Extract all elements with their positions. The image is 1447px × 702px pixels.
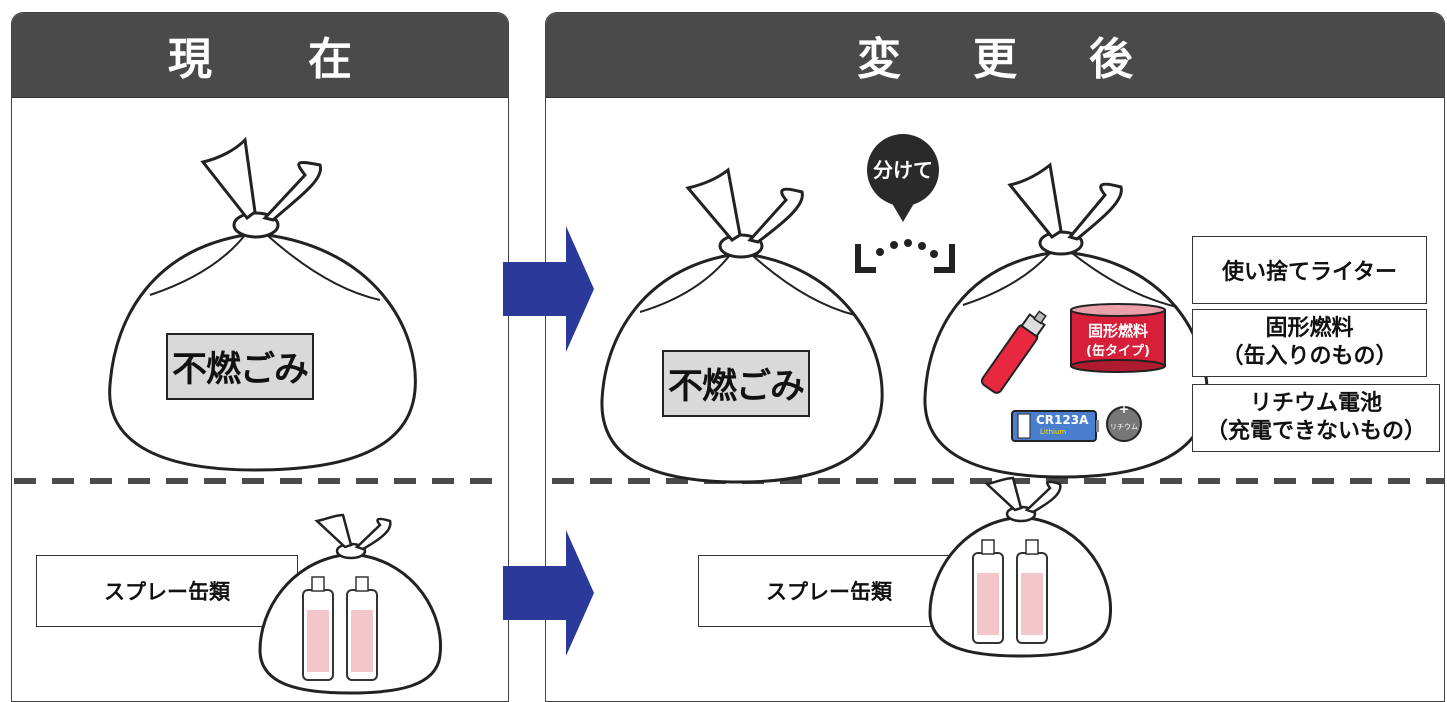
spray-label-current-text: スプレー缶類 bbox=[104, 580, 230, 604]
coin-battery-label: リチウム bbox=[1110, 423, 1138, 431]
battery-sublabel: Lithium bbox=[1040, 428, 1067, 436]
fuel-can-text-1: 固形燃料 bbox=[1087, 322, 1148, 340]
header-char-1: 変 bbox=[857, 34, 901, 85]
spray-bag-icon bbox=[928, 476, 1113, 658]
header-char-2: 更 bbox=[973, 34, 1017, 85]
spray-label-after: スプレー缶類 bbox=[698, 555, 960, 627]
coin-battery-plus: + bbox=[1118, 402, 1130, 416]
arrow-right-icon bbox=[503, 530, 594, 656]
callout-text: 分けて bbox=[873, 158, 933, 182]
item-label-lighter: 使い捨てライター bbox=[1192, 236, 1427, 304]
header-char-3: 後 bbox=[1089, 34, 1133, 85]
speech-bubble-icon bbox=[867, 134, 939, 222]
panel-current-header: 現 在 bbox=[12, 13, 508, 98]
separation-mark-icon bbox=[855, 239, 955, 273]
item-label-solid-fuel-line1: 固形燃料 bbox=[1265, 316, 1354, 341]
arrow-right-icon bbox=[503, 226, 594, 352]
spray-bag-icon bbox=[258, 513, 443, 695]
bag-label-after: 不燃ごみ bbox=[662, 350, 811, 417]
item-label-solid-fuel-line2: （缶入りのもの） bbox=[1221, 344, 1398, 369]
header-char-2: 在 bbox=[308, 34, 352, 85]
item-label-lighter-text: 使い捨てライター bbox=[1221, 260, 1398, 285]
garbage-bag-icon bbox=[108, 136, 417, 472]
garbage-bag-icon bbox=[600, 167, 884, 484]
spray-label-after-text: スプレー缶類 bbox=[766, 580, 892, 604]
battery-icon bbox=[1011, 410, 1099, 442]
item-label-lithium: リチウム電池 （充電できないもの） bbox=[1192, 384, 1440, 452]
item-label-solid-fuel: 固形燃料 （缶入りのもの） bbox=[1192, 309, 1427, 377]
fuel-can-icon bbox=[1070, 303, 1166, 373]
battery-label: CR123A bbox=[1036, 413, 1089, 427]
bag-label-current: 不燃ごみ bbox=[166, 333, 315, 400]
dashed-divider-current bbox=[14, 478, 507, 484]
spray-label-current: スプレー缶類 bbox=[36, 555, 298, 627]
item-label-lithium-line1: リチウム電池 bbox=[1249, 391, 1382, 416]
fuel-can-text-2: (缶タイプ) bbox=[1086, 344, 1150, 359]
item-label-lithium-line2: （充電できないもの） bbox=[1205, 419, 1426, 444]
lighter-icon bbox=[980, 310, 1047, 394]
coin-battery-icon bbox=[1106, 406, 1142, 442]
panel-after-header: 変 更 後 bbox=[546, 13, 1444, 98]
header-char-1: 現 bbox=[168, 34, 212, 85]
